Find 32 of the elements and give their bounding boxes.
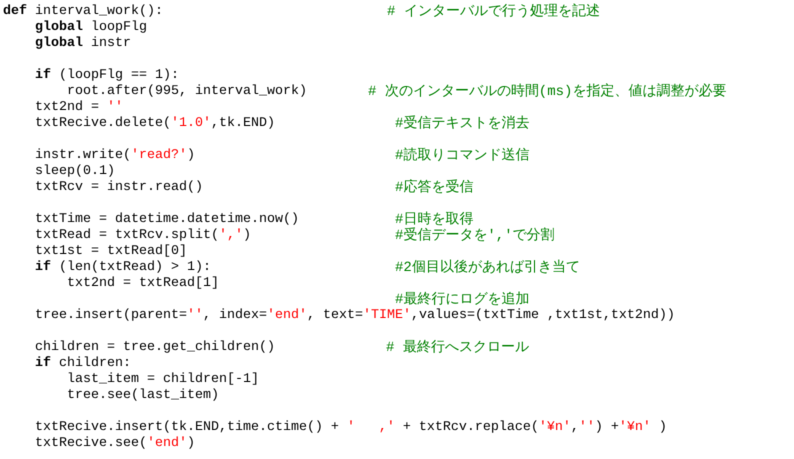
- code-comment: #最終行にログを追加: [395, 292, 530, 308]
- code-line: children = tree.get_children(): [35, 340, 275, 356]
- code-line: txt1st = txtRead[0]: [35, 244, 187, 260]
- code-line: txt2nd = '': [35, 100, 123, 116]
- code-line: last_item = children[-1]: [67, 372, 259, 388]
- code-line: global instr: [35, 36, 131, 52]
- code-comment: #読取りコマンド送信: [395, 148, 530, 164]
- code-comment: # 最終行へスクロール: [386, 340, 529, 356]
- code-comment: #日時を取得: [395, 212, 474, 228]
- code-comment: # インターバルで行う処理を記述: [387, 4, 600, 20]
- code-line: tree.insert(parent='', index='end', text='TIME',values=(txtTime ,txt1st,txt2nd)): [35, 308, 675, 324]
- code-line: txtRead = txtRcv.split(','): [35, 228, 251, 244]
- code-line: if (loopFlg == 1):: [35, 68, 179, 84]
- code-line: sleep(0.1): [35, 164, 115, 180]
- code-comment: #受信テキストを消去: [395, 116, 530, 132]
- code-comment: # 次のインターバルの時間(ms)を指定、値は調整が必要: [368, 84, 726, 100]
- code-line: root.after(995, interval_work): [67, 84, 307, 100]
- code-line: if (len(txtRead) > 1):: [35, 260, 211, 276]
- code-line: txtRecive.delete('1.0',tk.END): [35, 116, 275, 132]
- code-line: instr.write('read?'): [35, 148, 195, 164]
- code-line: txtRcv = instr.read(): [35, 180, 203, 196]
- code-line: global loopFlg: [35, 20, 147, 36]
- code-line: tree.see(last_item): [67, 388, 219, 404]
- code-comment: #受信データを','で分割: [395, 228, 555, 244]
- code-line: txtRecive.insert(tk.END,time.ctime() + ' ,' + txtRcv.replace('¥n','') +'¥n' ): [35, 420, 667, 436]
- code-line: txt2nd = txtRead[1]: [67, 276, 219, 292]
- code-comment: #2個目以後があれば引き当て: [395, 260, 580, 276]
- code-line: txtRecive.see('end'): [35, 436, 195, 452]
- code-comment: #応答を受信: [395, 180, 474, 196]
- code-line: if children:: [35, 356, 131, 372]
- code-line: def interval_work():: [3, 4, 163, 20]
- code-line: txtTime = datetime.datetime.now(): [35, 212, 299, 228]
